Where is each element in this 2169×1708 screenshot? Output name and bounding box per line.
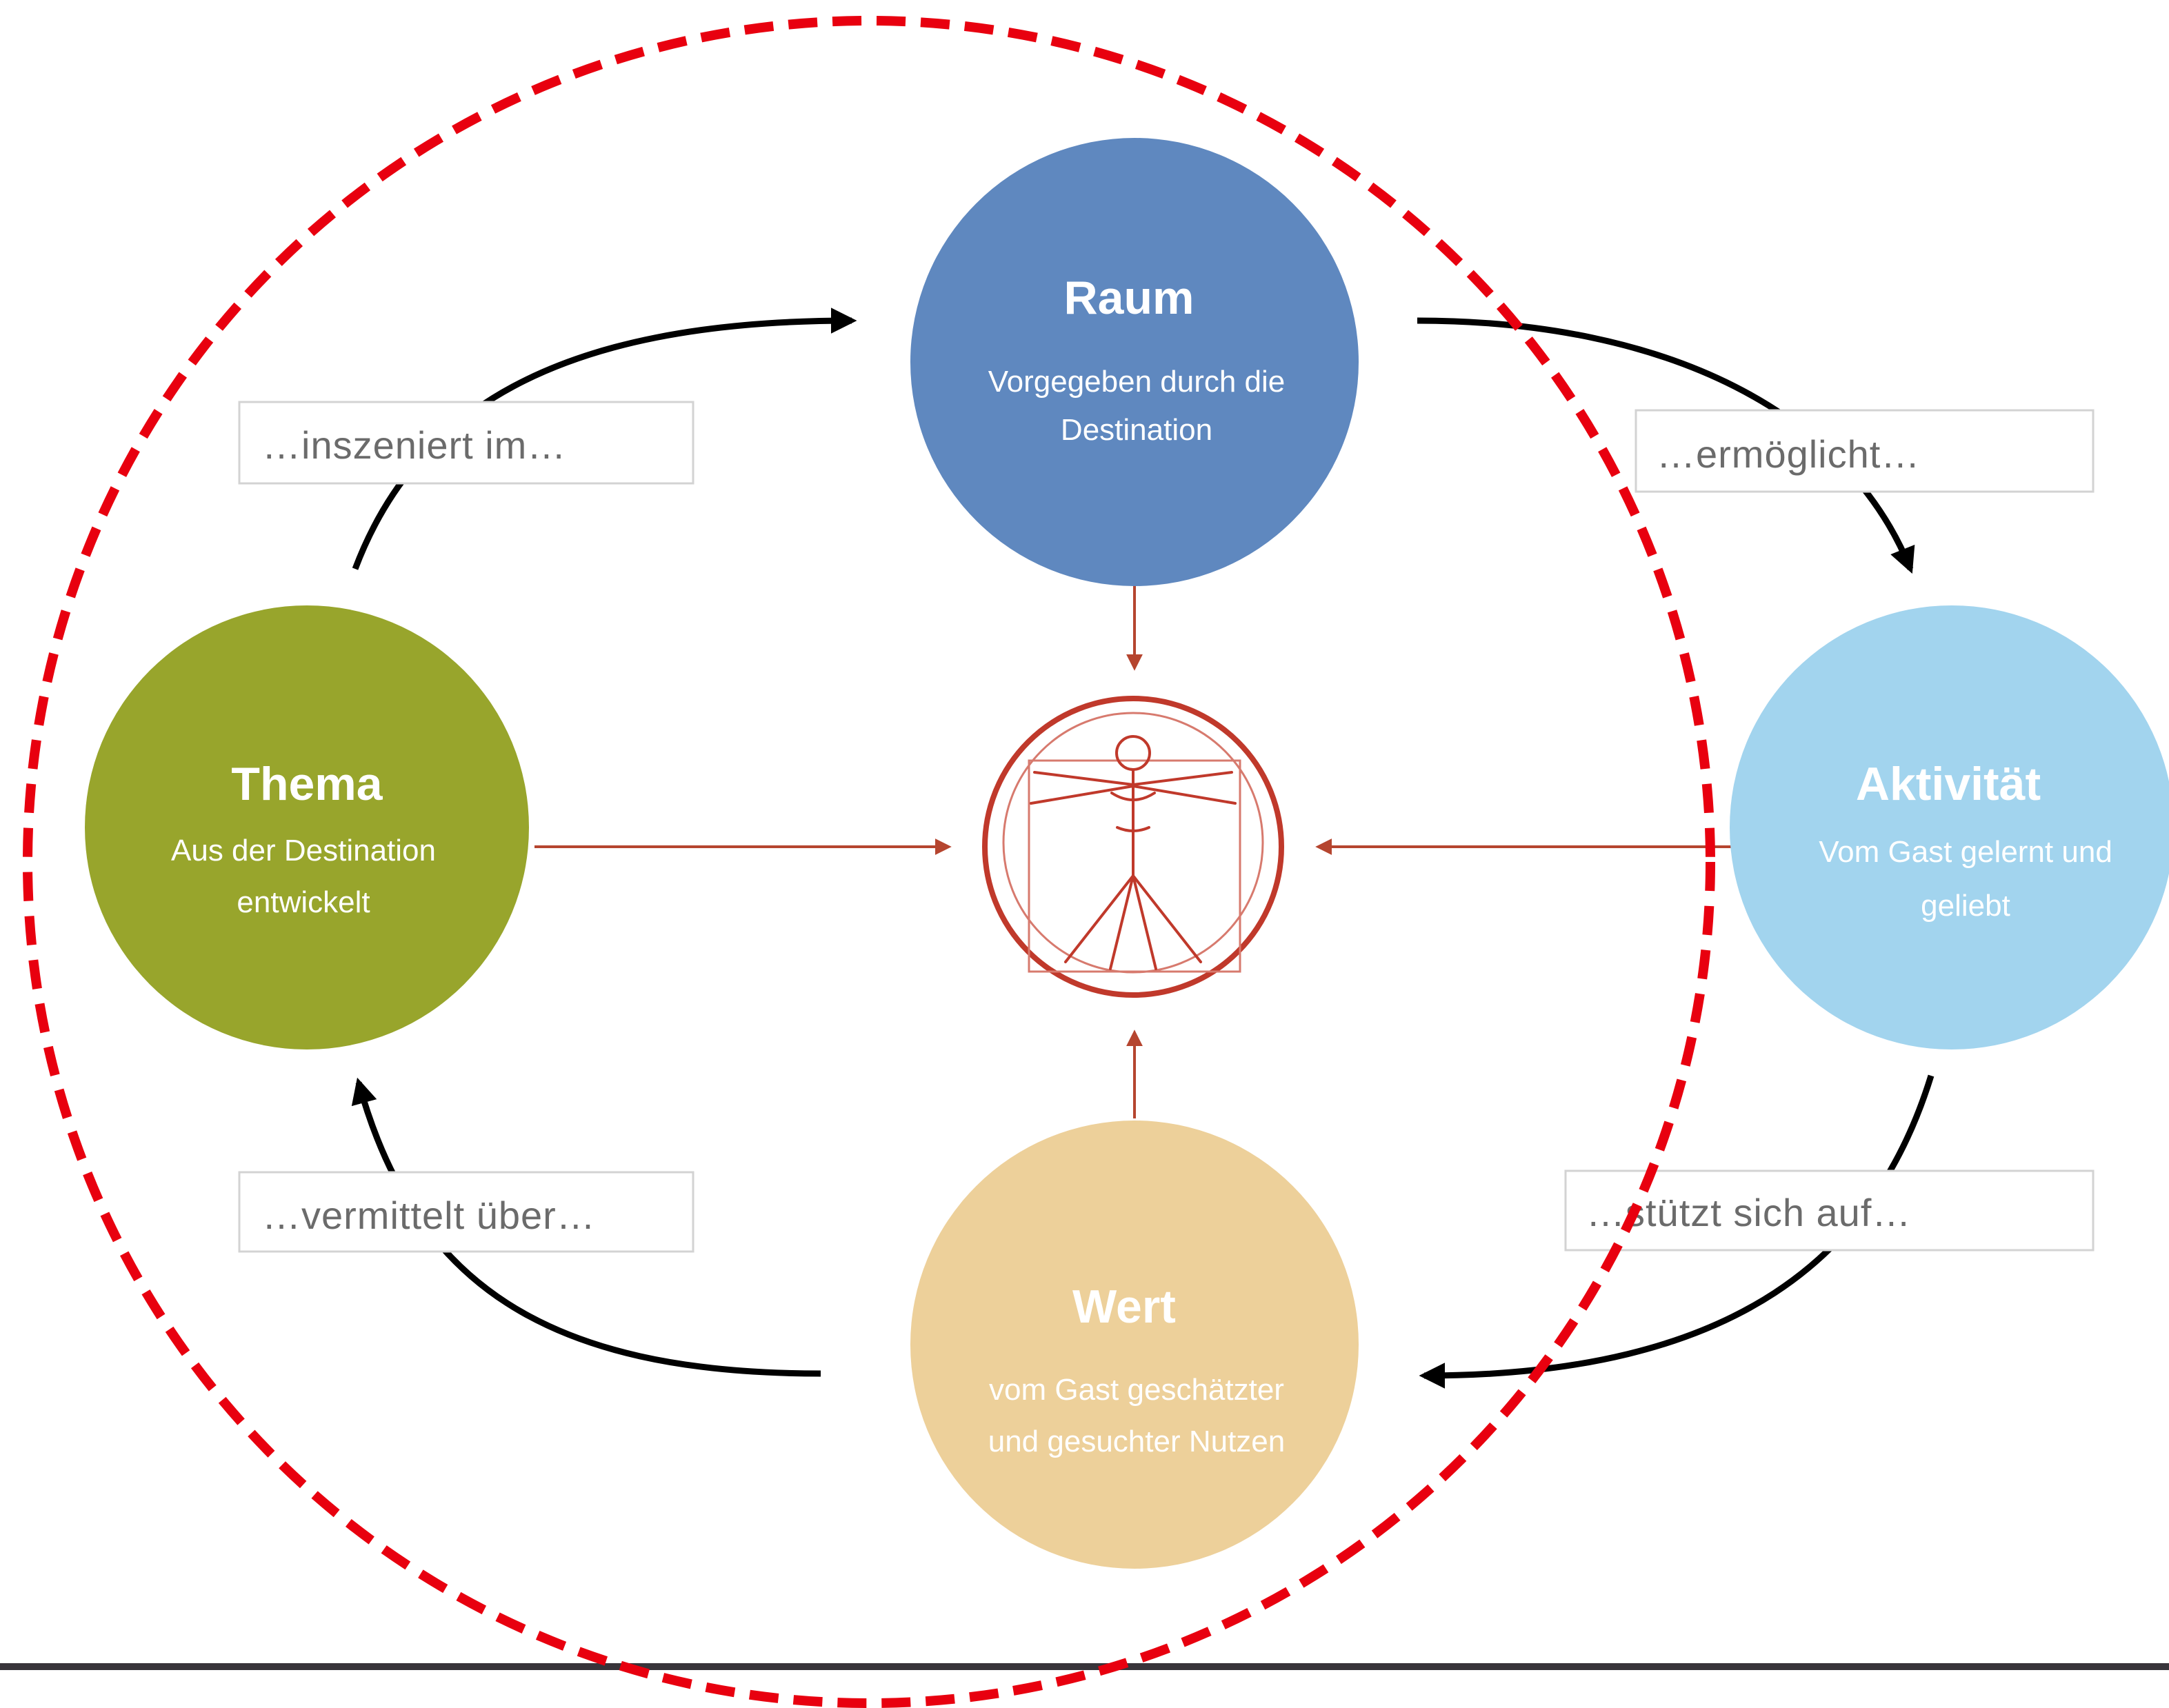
label-bottom-right: …stützt sich auf… <box>1564 1169 2095 1252</box>
node-raum-title: Raum <box>1064 272 1195 324</box>
node-thema-line2: entwickelt <box>237 885 370 919</box>
label-top-left-text: …inszeniert im… <box>262 423 566 467</box>
node-thema-title: Thema <box>231 758 383 810</box>
node-wert: Wert vom Gast geschätzter und gesuchter … <box>910 1121 1359 1569</box>
node-wert-line1: vom Gast geschätzter <box>989 1373 1284 1407</box>
arrow-raum-to-aktivitaet <box>1417 317 1915 574</box>
node-thema: Thema Aus der Destination entwickelt <box>85 605 529 1049</box>
bottom-divider <box>0 1663 2169 1670</box>
node-thema-line1: Aus der Destination <box>171 834 436 867</box>
node-aktivitaet-line1: Vom Gast gelernt und <box>1819 835 2112 869</box>
label-bottom-left-text: …vermittelt über… <box>262 1194 596 1237</box>
node-raum-circle <box>910 138 1359 586</box>
node-thema-circle <box>85 605 529 1049</box>
node-wert-title: Wert <box>1072 1280 1176 1333</box>
vitruvian-man-icon <box>982 696 1284 998</box>
label-bottom-left: …vermittelt über… <box>238 1171 694 1253</box>
node-aktivitaet: Aktivität Vom Gast gelernt und geliebt <box>1730 605 2169 1049</box>
label-top-right: …ermöglicht… <box>1635 409 2095 493</box>
node-wert-circle <box>910 1121 1359 1569</box>
label-top-right-text: …ermöglicht… <box>1657 432 1920 476</box>
node-raum-line1: Vorgegeben durch die <box>988 365 1286 399</box>
arrow-thema-to-raum <box>352 308 857 570</box>
label-bottom-right-text: …stützt sich auf… <box>1586 1191 1911 1234</box>
node-raum-line2: Destination <box>1061 413 1212 447</box>
node-raum: Raum Vorgegeben durch die Destination <box>910 138 1359 586</box>
node-aktivitaet-line2: geliebt <box>1921 889 2010 923</box>
node-aktivitaet-circle <box>1730 605 2169 1049</box>
node-wert-line2: und gesuchter Nutzen <box>988 1425 1286 1458</box>
arrow-aktivitaet-to-wert <box>1419 1074 1935 1389</box>
arrow-wert-to-thema <box>351 1077 821 1377</box>
label-top-left: …inszeniert im… <box>238 401 694 485</box>
node-aktivitaet-title: Aktivität <box>1856 758 2041 810</box>
dashed-highlight-ellipse <box>23 16 1715 1708</box>
